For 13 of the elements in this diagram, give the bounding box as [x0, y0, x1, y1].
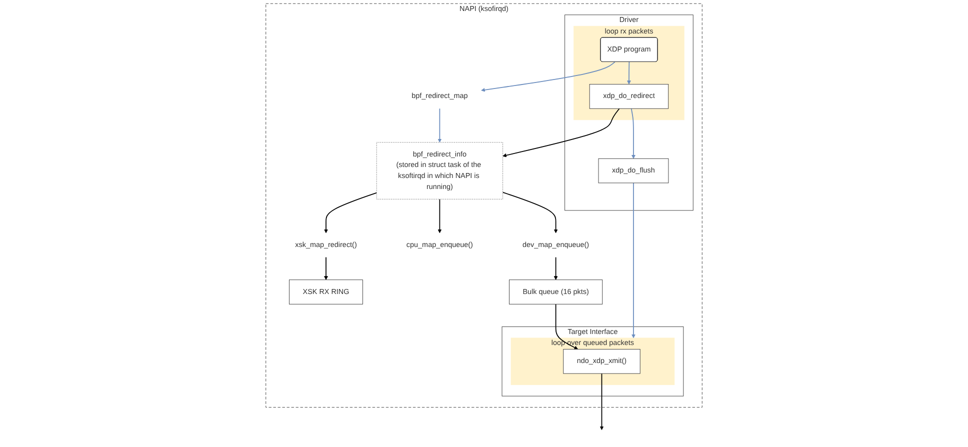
arrow [632, 182, 636, 338]
arrow [554, 256, 558, 280]
arrow [502, 192, 558, 234]
arrow [502, 108, 620, 158]
arrow [324, 192, 378, 234]
arrow [600, 373, 604, 430]
arrow [626, 62, 631, 84]
arrow [324, 256, 328, 280]
arrow [555, 304, 578, 350]
arrow [438, 198, 442, 234]
arrow [630, 108, 636, 159]
arrow [438, 108, 442, 143]
arrow [481, 62, 616, 92]
